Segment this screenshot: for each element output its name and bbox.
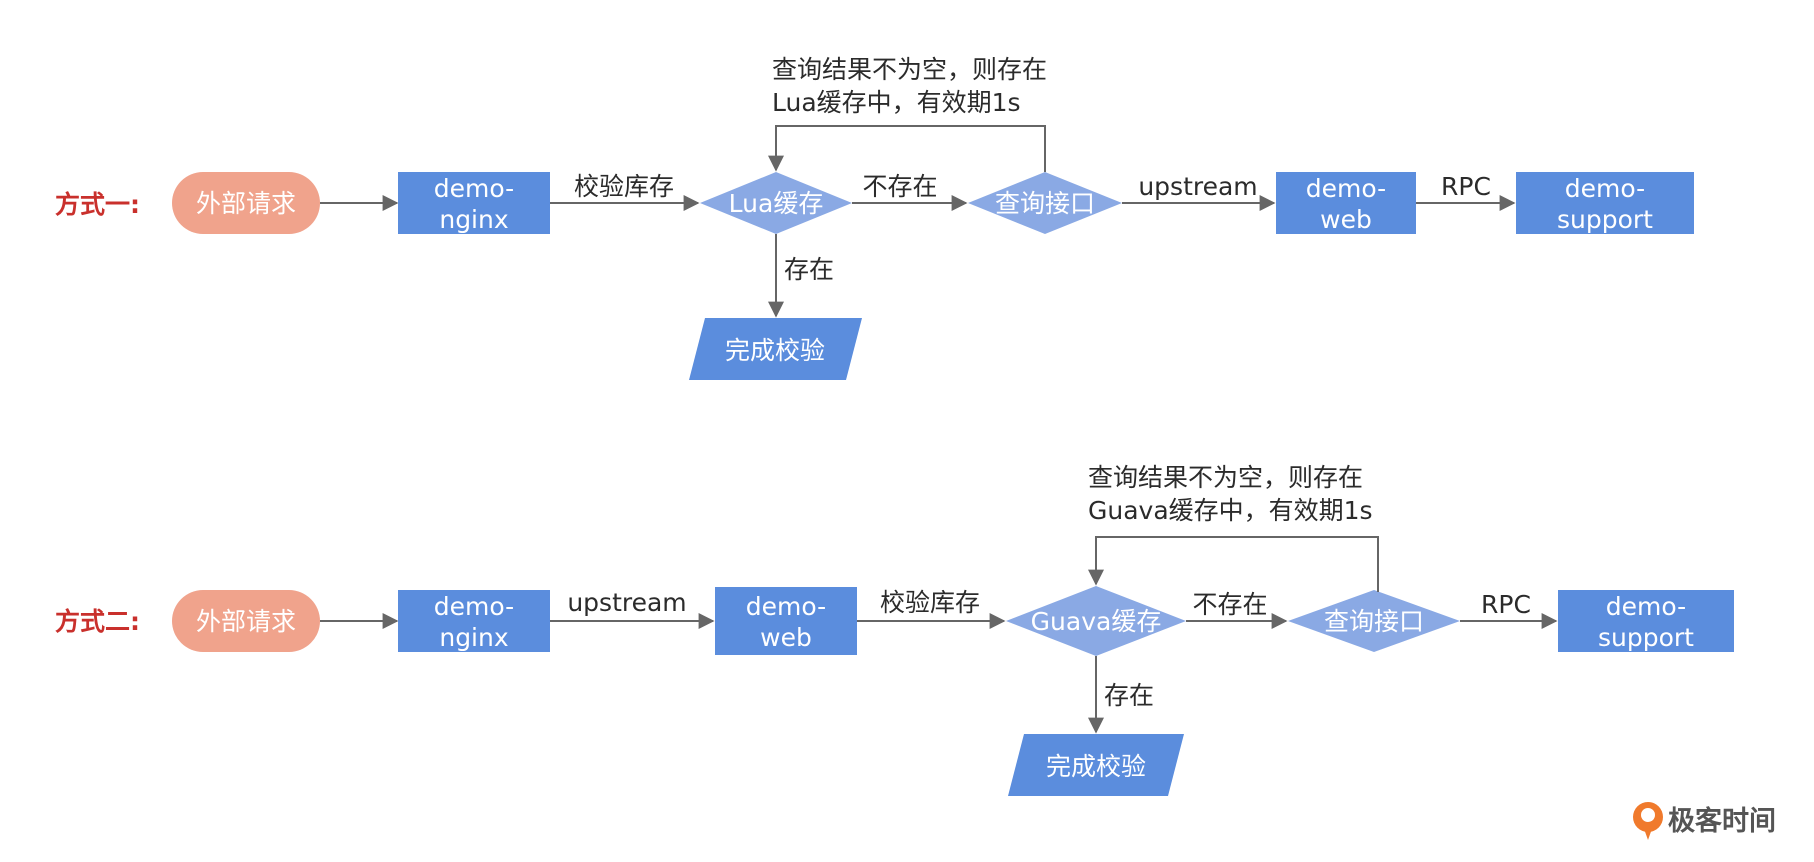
flow-2-web-label-2: web	[760, 623, 812, 652]
flow-2-edge-rpc-label: RPC	[1481, 590, 1531, 619]
flow-2-query-decision	[1288, 590, 1460, 652]
flow-2-edge-upstream-label: upstream	[567, 588, 686, 617]
flow-2-loop-note-1: 查询结果不为空，则存在	[1088, 463, 1363, 492]
flow-1-loop-note-2: Lua缓存中，有效期1s	[772, 88, 1021, 117]
geektime-logo: 极客时间	[1633, 802, 1776, 840]
flow-2-title: 方式二:	[55, 607, 140, 636]
flow-2-web-node	[715, 587, 857, 655]
flow-1-edge-upstream-label: upstream	[1138, 172, 1257, 201]
flow-1-edge-exist-label: 存在	[784, 255, 834, 284]
flow-1-nginx-node	[398, 172, 550, 234]
flow-1: 方式一: 外部请求 demo- nginx 校验库存 Lua缓存 不存在 查询接…	[55, 55, 1694, 380]
flow-2-start-label: 外部请求	[196, 607, 296, 636]
flow-1-loop-note-1: 查询结果不为空，则存在	[772, 55, 1047, 84]
flow-2-nginx-node	[398, 590, 550, 652]
flow-1-done-node	[689, 318, 862, 380]
flow-1-edge-not-exist-label: 不存在	[862, 172, 937, 201]
geektime-logo-icon	[1633, 802, 1663, 840]
flow-2-start-node	[172, 590, 320, 652]
flow-1-web-node	[1276, 172, 1416, 234]
flow-2-nginx-label-2: nginx	[439, 623, 508, 652]
flow-2: 方式二: 外部请求 demo- nginx upstream demo- web…	[55, 463, 1734, 796]
flow-1-cache-label: Lua缓存	[729, 189, 824, 218]
flow-1-start-label: 外部请求	[196, 189, 296, 218]
flow-1-web-label-2: web	[1320, 205, 1372, 234]
flow-2-edge-exist-label: 存在	[1104, 681, 1154, 710]
flow-2-support-label-2: support	[1598, 623, 1694, 652]
flow-1-start-node	[172, 172, 320, 234]
flow-1-nginx-label-2: nginx	[439, 205, 508, 234]
flow-2-support-node	[1558, 590, 1734, 652]
flow-2-done-label: 完成校验	[1046, 752, 1146, 781]
flow-2-nginx-label-1: demo-	[434, 592, 514, 621]
flow-2-support-label-1: demo-	[1606, 592, 1686, 621]
flow-1-support-label-2: support	[1557, 205, 1653, 234]
flow-2-edge-loop-back	[1088, 536, 1379, 592]
flow-2-loop-note-2: Guava缓存中，有效期1s	[1088, 496, 1373, 525]
flow-1-title: 方式一:	[55, 190, 140, 219]
flow-2-edge-check-label: 校验库存	[880, 588, 980, 617]
flow-2-web-label-1: demo-	[746, 592, 826, 621]
flow-1-nginx-label-1: demo-	[434, 174, 514, 203]
flow-2-cache-label: Guava缓存	[1031, 607, 1162, 636]
flow-1-done-label: 完成校验	[725, 336, 825, 365]
flow-2-edge-not-exist-label: 不存在	[1192, 590, 1267, 619]
geektime-logo-text: 极客时间	[1668, 805, 1776, 837]
flow-2-cache-decision	[1006, 586, 1186, 656]
flow-2-done-node	[1008, 734, 1184, 796]
flow-1-edge-loop-back	[768, 125, 1046, 172]
flow-1-edge-rpc-label: RPC	[1441, 172, 1491, 201]
flow-1-support-label-1: demo-	[1565, 174, 1645, 203]
flow-2-query-label: 查询接口	[1324, 607, 1424, 636]
flow-1-query-label: 查询接口	[995, 189, 1095, 218]
flow-1-web-label-1: demo-	[1306, 174, 1386, 203]
flow-1-query-decision	[968, 172, 1122, 234]
flow-1-edge-check-label: 校验库存	[574, 172, 674, 201]
flow-1-cache-decision	[700, 172, 852, 234]
flow-1-support-node	[1516, 172, 1694, 234]
